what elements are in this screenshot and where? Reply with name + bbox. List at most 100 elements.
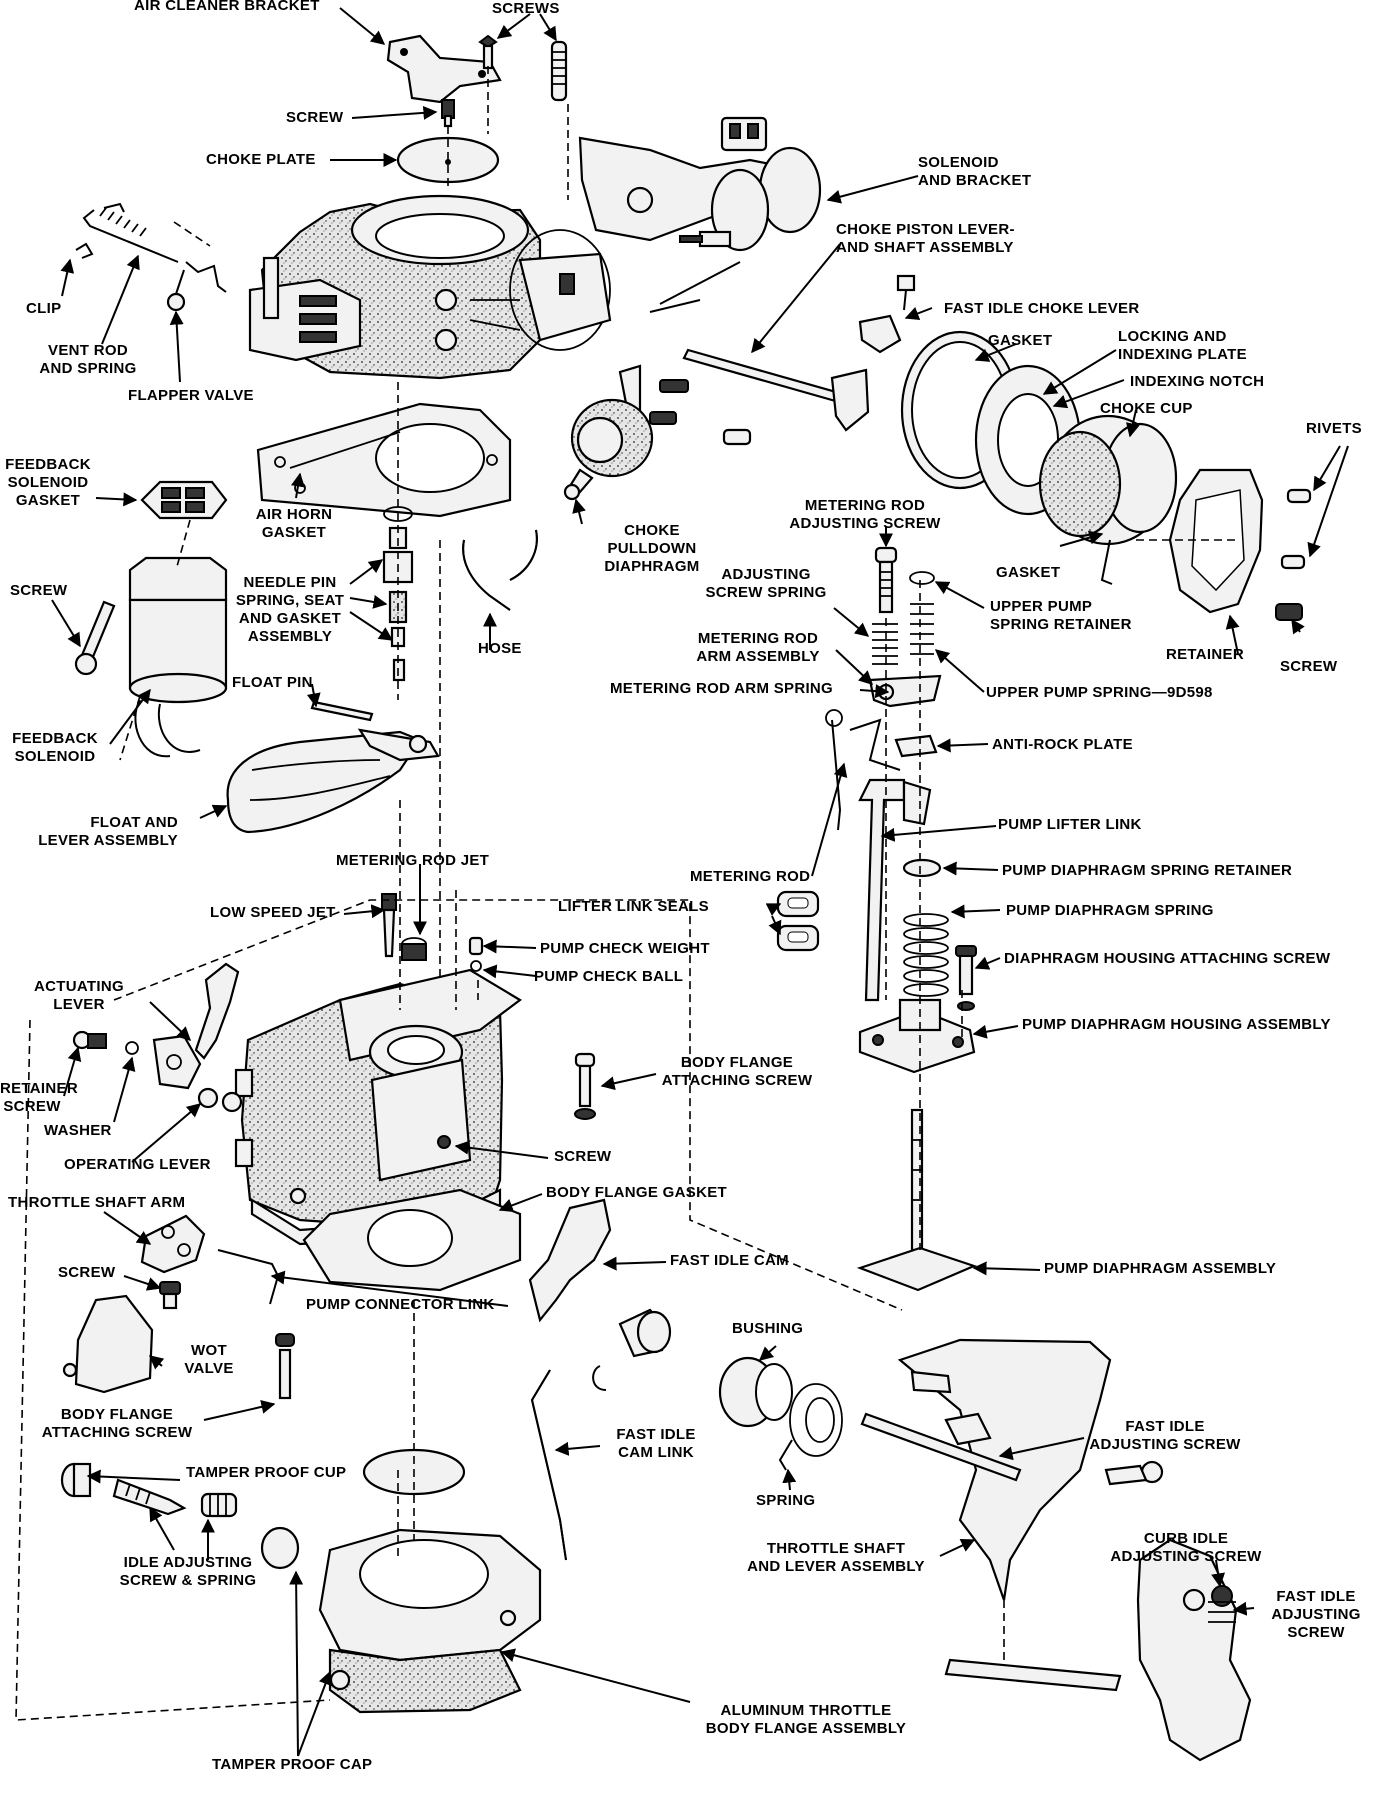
- throttle-shaft-lever-part: [860, 1338, 1164, 1601]
- label-fast-idle-cam: FAST IDLE CAM: [670, 1252, 789, 1269]
- label-retainer-screw: RETAINER SCREW: [0, 1080, 78, 1115]
- label-upper-pump-retainer: UPPER PUMP SPRING RETAINER: [990, 598, 1132, 633]
- label-tamper-proof-cup: TAMPER PROOF CUP: [186, 1464, 347, 1481]
- label-screw-center: SCREW: [554, 1148, 612, 1165]
- label-float-pin: FLOAT PIN: [232, 674, 313, 691]
- label-metering-rod-jet: METERING ROD JET: [336, 852, 490, 869]
- label-fast-idle-cam-link: FAST IDLE CAM LINK: [616, 1426, 696, 1461]
- label-gasket-top: GASKET: [988, 332, 1053, 349]
- choke-piston-lever-shaft: [682, 348, 870, 432]
- label-fast-idle-adjusting-screw: FAST IDLE ADJUSTING SCREW: [1089, 1418, 1241, 1453]
- aluminum-throttle-body-part: [318, 1528, 542, 1714]
- upper-pump-spring-part: [909, 571, 935, 655]
- label-feedback-solenoid: FEEDBACK SOLENOID: [12, 730, 98, 765]
- label-choke-piston-lever: CHOKE PISTON LEVER- AND SHAFT ASSEMBLY: [836, 221, 1015, 256]
- feedback-solenoid-gasket: [140, 480, 228, 520]
- body-flange-screw-right-part: [574, 1052, 596, 1120]
- diaphragm-housing-screw-part: [955, 945, 977, 1011]
- screw-left-part: [74, 600, 116, 676]
- label-tamper-proof-cap: TAMPER PROOF CAP: [212, 1756, 373, 1773]
- label-feedback-solenoid-gasket: FEEDBACK SOLENOID GASKET: [5, 456, 91, 509]
- pump-check-weight-part: [468, 936, 484, 972]
- label-metering-rod: METERING ROD: [690, 868, 811, 885]
- pump-diaphragm-housing-part: [858, 998, 976, 1074]
- assembly-lines: [15, 66, 1236, 1721]
- label-metering-rod-adj-screw: METERING ROD ADJUSTING SCREW: [789, 497, 941, 532]
- curb-idle-lever-part: [944, 1538, 1252, 1762]
- label-choke-pulldown: CHOKE PULLDOWN DIAPHRAGM: [604, 522, 700, 575]
- label-idle-adjusting-screw: IDLE ADJUSTING SCREW & SPRING: [119, 1554, 257, 1589]
- air-cleaner-bracket: [386, 34, 502, 104]
- lifter-link-seals-part: [776, 890, 820, 952]
- metering-rod-jet-part: [401, 937, 427, 961]
- label-actuating-lever: ACTUATING LEVER: [34, 978, 124, 1013]
- adjusting-screw-spring-part: [872, 623, 898, 665]
- hose-part: [462, 529, 538, 611]
- label-choke-plate: CHOKE PLATE: [206, 151, 316, 168]
- label-pump-diaphragm-assembly: PUMP DIAPHRAGM ASSEMBLY: [1044, 1260, 1277, 1277]
- screw-right-part: [1275, 603, 1303, 621]
- label-upper-pump-spring: UPPER PUMP SPRING—9D598: [986, 684, 1213, 701]
- label-anti-rock-plate: ANTI-ROCK PLATE: [992, 736, 1133, 753]
- label-diaphragm-housing-screw: DIAPHRAGM HOUSING ATTACHING SCREW: [1004, 950, 1331, 967]
- label-air-horn-gasket: AIR HORN GASKET: [255, 506, 333, 541]
- throttle-shaft-arm-part: [140, 1214, 206, 1274]
- label-screw-top: SCREW: [286, 109, 344, 126]
- label-fast-idle-choke-lever: FAST IDLE CHOKE LEVER: [944, 300, 1140, 317]
- choke-pulldown-diaphragm: [563, 364, 654, 501]
- pump-diaphragm-assembly-part: [856, 1108, 978, 1292]
- label-metering-rod-arm-assembly: METERING ROD ARM ASSEMBLY: [696, 630, 820, 665]
- label-lifter-link-seals: LIFTER LINK SEALS: [558, 898, 709, 915]
- rivets: [1280, 488, 1312, 570]
- label-vent-rod: VENT ROD AND SPRING: [39, 342, 137, 377]
- label-air-cleaner-bracket: AIR CLEANER BRACKET: [134, 0, 320, 14]
- float-lever-part: [226, 728, 440, 834]
- pump-lifter-link-part: [858, 778, 932, 1002]
- fast-idle-cam-part: [528, 1198, 672, 1358]
- label-choke-cup: CHOKE CUP: [1100, 400, 1193, 417]
- label-needle-pin: NEEDLE PIN SPRING, SEAT AND GASKET ASSEM…: [235, 574, 345, 645]
- label-solenoid-bracket: SOLENOID AND BRACKET: [918, 154, 1032, 189]
- retainer-ring: [1168, 468, 1264, 614]
- label-pump-diaphragm-spring-retainer: PUMP DIAPHRAGM SPRING RETAINER: [1002, 862, 1293, 879]
- label-screw-lower-left: SCREW: [58, 1264, 116, 1281]
- bushing-spring-parts: [718, 1356, 843, 1471]
- label-retainer-right: RETAINER: [1166, 646, 1244, 663]
- label-clip: CLIP: [26, 300, 62, 317]
- label-spring: SPRING: [756, 1492, 816, 1509]
- pump-connector-link-part: [217, 1249, 280, 1305]
- label-pump-check-ball: PUMP CHECK BALL: [534, 968, 684, 985]
- anti-rock-plate-part: [894, 734, 938, 758]
- label-metering-rod-arm-spring: METERING ROD ARM SPRING: [610, 680, 834, 697]
- clip: [75, 242, 94, 259]
- label-rivets: RIVETS: [1306, 420, 1362, 437]
- leader-lines: [51, 7, 1349, 1757]
- label-washer: WASHER: [44, 1122, 112, 1139]
- body-flange-screw-left-part: [275, 1333, 295, 1400]
- body-flange-gasket-part: [302, 1188, 522, 1292]
- tamper-cup-screw-parts: [60, 1462, 300, 1570]
- choke-housing: [509, 229, 741, 351]
- label-fast-idle-adjusting-screw-2: FAST IDLE ADJUSTING SCREW: [1271, 1588, 1361, 1641]
- label-hose: HOSE: [478, 640, 522, 657]
- wot-valve-part: [62, 1294, 154, 1394]
- label-locking-plate: LOCKING AND INDEXING PLATE: [1118, 328, 1247, 363]
- feedback-solenoid-part: [128, 556, 228, 758]
- choke-cup: [1038, 414, 1178, 585]
- label-body-flange-gasket: BODY FLANGE GASKET: [546, 1184, 727, 1201]
- air-horn-gasket: [256, 402, 512, 518]
- solenoid-and-bracket: [578, 116, 822, 252]
- label-low-speed-jet: LOW SPEED JET: [210, 904, 336, 921]
- fast-idle-choke-lever: [858, 274, 916, 354]
- flapper-valve: [166, 261, 227, 312]
- fast-idle-cam-link-part: [530, 1365, 607, 1561]
- actuating-lever-part: [152, 962, 240, 1090]
- label-bushing: BUSHING: [732, 1320, 804, 1337]
- screw-top: [441, 99, 455, 128]
- label-pump-lifter-link: PUMP LIFTER LINK: [998, 816, 1142, 833]
- retainer-washer-parts: [72, 1030, 243, 1113]
- label-flapper-valve: FLAPPER VALVE: [128, 387, 254, 404]
- label-body-flange-screw-right: BODY FLANGE ATTACHING SCREW: [661, 1054, 813, 1089]
- label-operating-lever: OPERATING LEVER: [64, 1156, 211, 1173]
